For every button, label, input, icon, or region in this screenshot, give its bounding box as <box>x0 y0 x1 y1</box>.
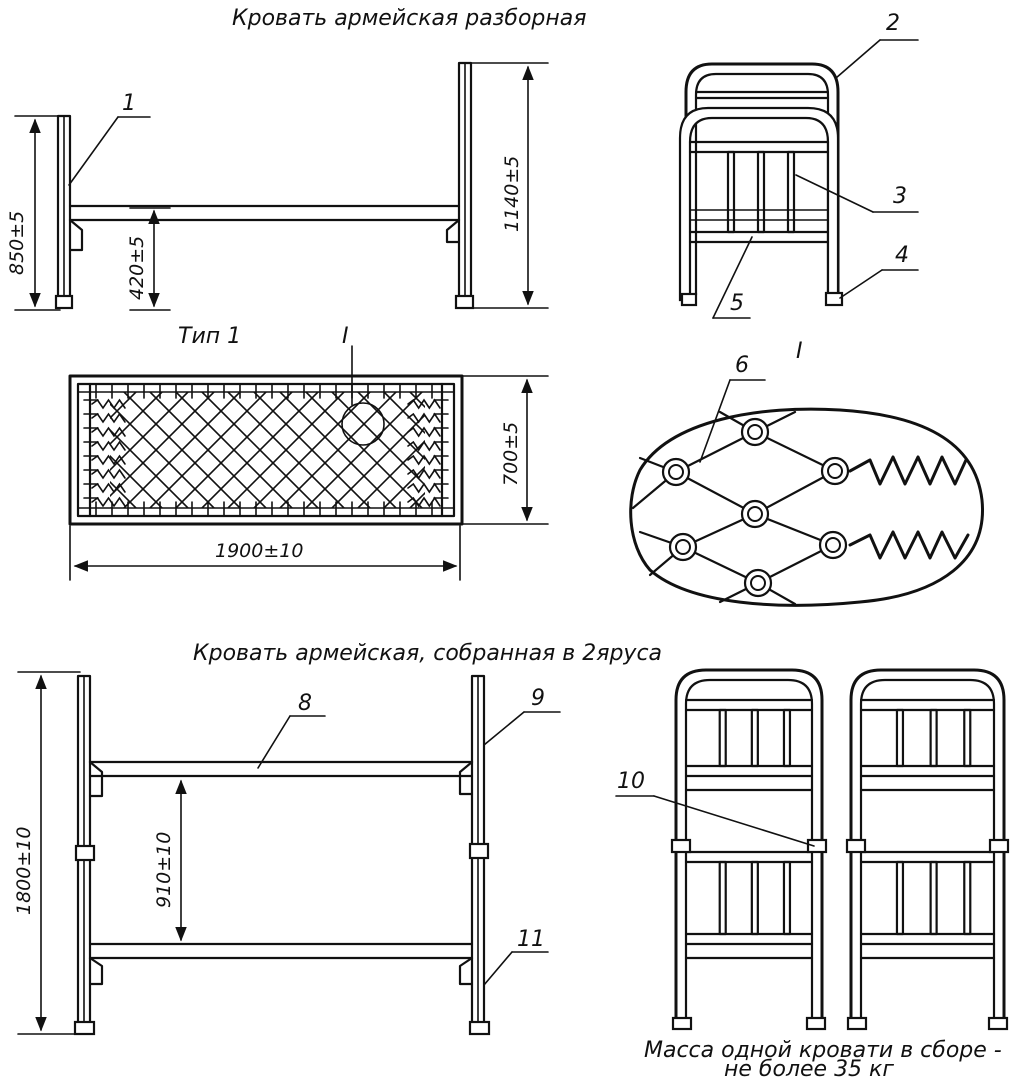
callout-6: 6 <box>735 353 749 378</box>
callout-4: 4 <box>895 243 909 268</box>
callout-11: 11 <box>517 927 545 952</box>
dim-tier-gap: 910±10 <box>153 832 175 908</box>
dimension-lines-top <box>69 375 549 581</box>
dim-headboard-height: 850±5 <box>6 211 28 275</box>
bed-top-view <box>68 374 464 526</box>
dim-frame-width: 700±5 <box>500 422 522 486</box>
bunk-bed-side-view <box>73 674 491 1036</box>
callout-6-leader <box>699 379 766 463</box>
callout-10: 10 <box>617 769 645 794</box>
spring-mesh <box>83 383 449 517</box>
callout-3: 3 <box>893 184 907 209</box>
callouts-bunk-leaders <box>257 711 561 986</box>
dim-footboard-height: 1140±5 <box>501 156 523 232</box>
dim-frame-length: 1900±10 <box>215 540 303 562</box>
callout-9: 9 <box>531 686 545 711</box>
callout-10-leader <box>615 795 815 847</box>
callout-5: 5 <box>730 291 744 316</box>
detail-marker <box>341 345 385 446</box>
note-line-2: не более 35 кг <box>724 1057 894 1080</box>
headboards-pair <box>678 62 844 307</box>
single-bed-side-view <box>54 61 475 310</box>
title-type-1: Тип 1 <box>178 324 241 349</box>
detail-title: I <box>796 339 803 364</box>
title-bed-two-tier: Кровать армейская, собранная в 2яруса <box>193 641 662 666</box>
callout-8: 8 <box>298 691 312 716</box>
dim-frame-height: 420±5 <box>126 236 148 300</box>
callout-2: 2 <box>886 11 900 36</box>
dimension-lines-side <box>14 62 549 311</box>
dimension-lines-bunk <box>17 671 187 1035</box>
note-line-1: Масса одной кровати в сборе - <box>644 1038 1002 1063</box>
callout-1-leader <box>68 116 151 186</box>
title-bed-disassembled: Кровать армейская разборная <box>232 6 586 31</box>
callout-1: 1 <box>122 91 136 116</box>
dim-bunk-height: 1800±10 <box>13 827 35 915</box>
detail-marker-label: I <box>342 324 349 349</box>
bunk-headboards <box>670 668 1010 1031</box>
callouts-headboard-leaders <box>712 39 919 319</box>
detail-spring-mesh <box>629 407 984 607</box>
